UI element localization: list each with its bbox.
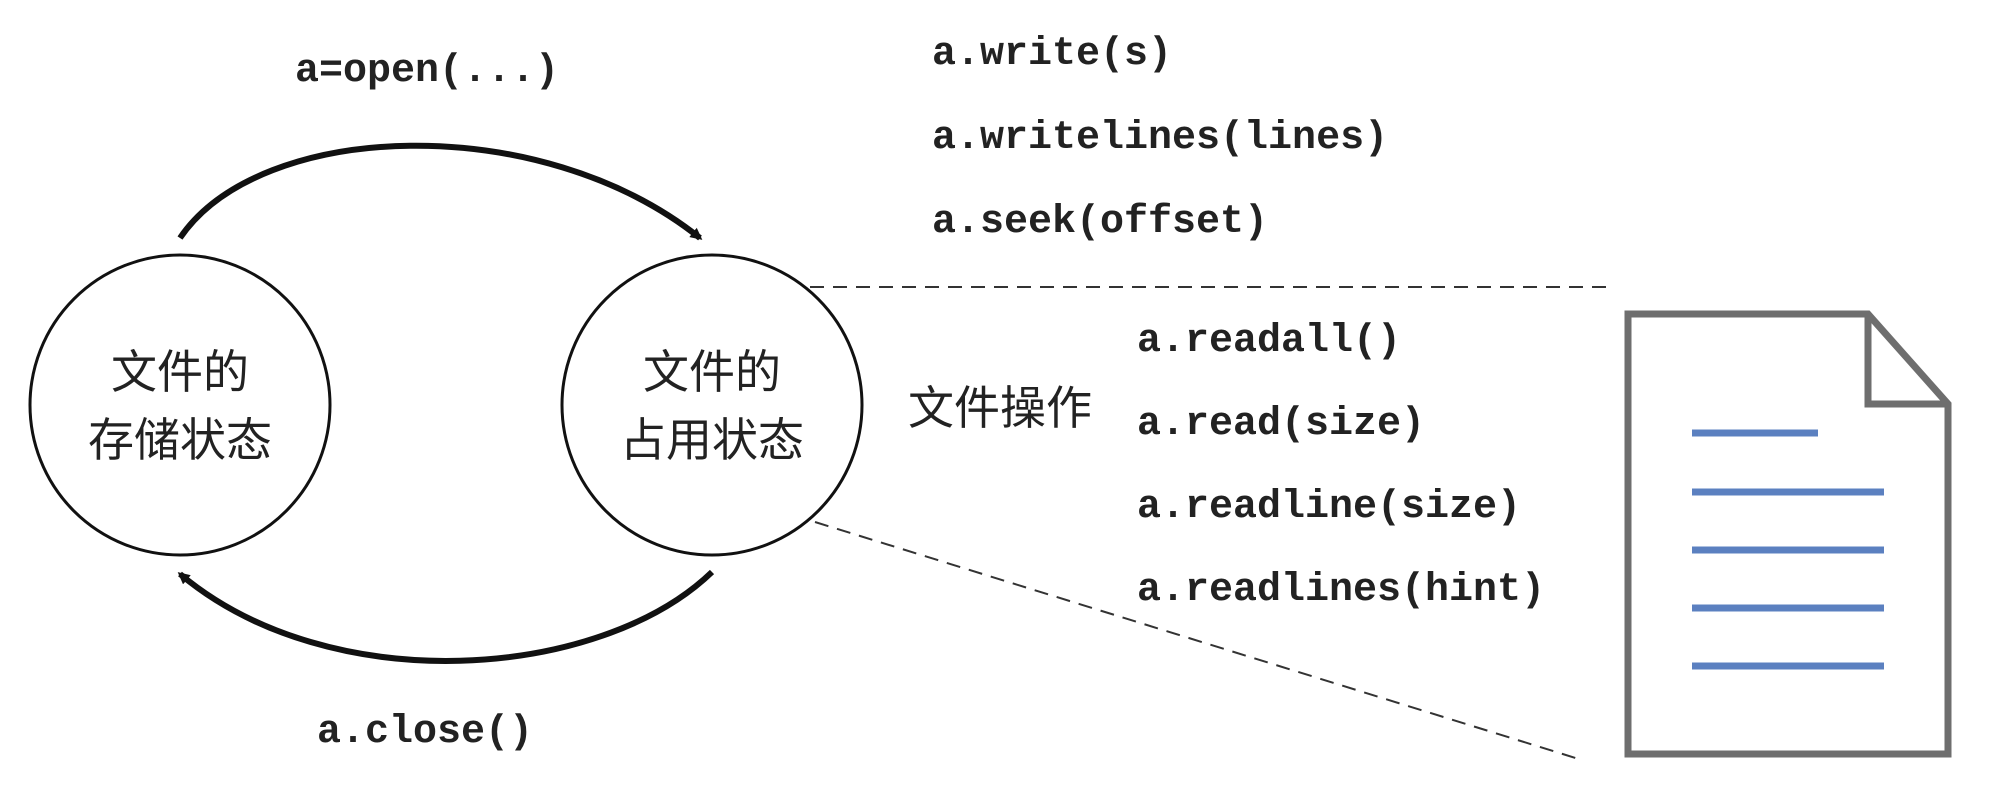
close-label: a.close() [317, 710, 533, 755]
occupied-state-label-line2: 占用状态 [620, 413, 804, 467]
close-transition-arrow [177, 569, 715, 664]
read-op-item: a.readlines(hint) [1137, 568, 1545, 613]
open-label: a=open(...) [295, 49, 559, 94]
file-operations-label: 文件操作 [908, 381, 1092, 435]
read-op-item: a.readall() [1137, 319, 1401, 364]
read-op-item: a.readline(size) [1137, 485, 1521, 530]
write-op-item: a.seek(offset) [932, 200, 1268, 245]
occupied-state-circle [560, 253, 864, 557]
read-op-item: a.read(size) [1137, 402, 1425, 447]
storage-state-circle [28, 253, 332, 557]
lower-dashed-line [814, 521, 1583, 761]
open-transition-arrow [177, 142, 703, 241]
write-op-item: a.writelines(lines) [932, 116, 1388, 161]
occupied-state-label-line1: 文件的 [643, 345, 781, 399]
write-op-item: a.write(s) [932, 32, 1172, 77]
storage-state-label-line2: 存储状态 [88, 413, 272, 467]
storage-state-label-line1: 文件的 [111, 345, 249, 399]
document-icon [1624, 310, 1952, 758]
